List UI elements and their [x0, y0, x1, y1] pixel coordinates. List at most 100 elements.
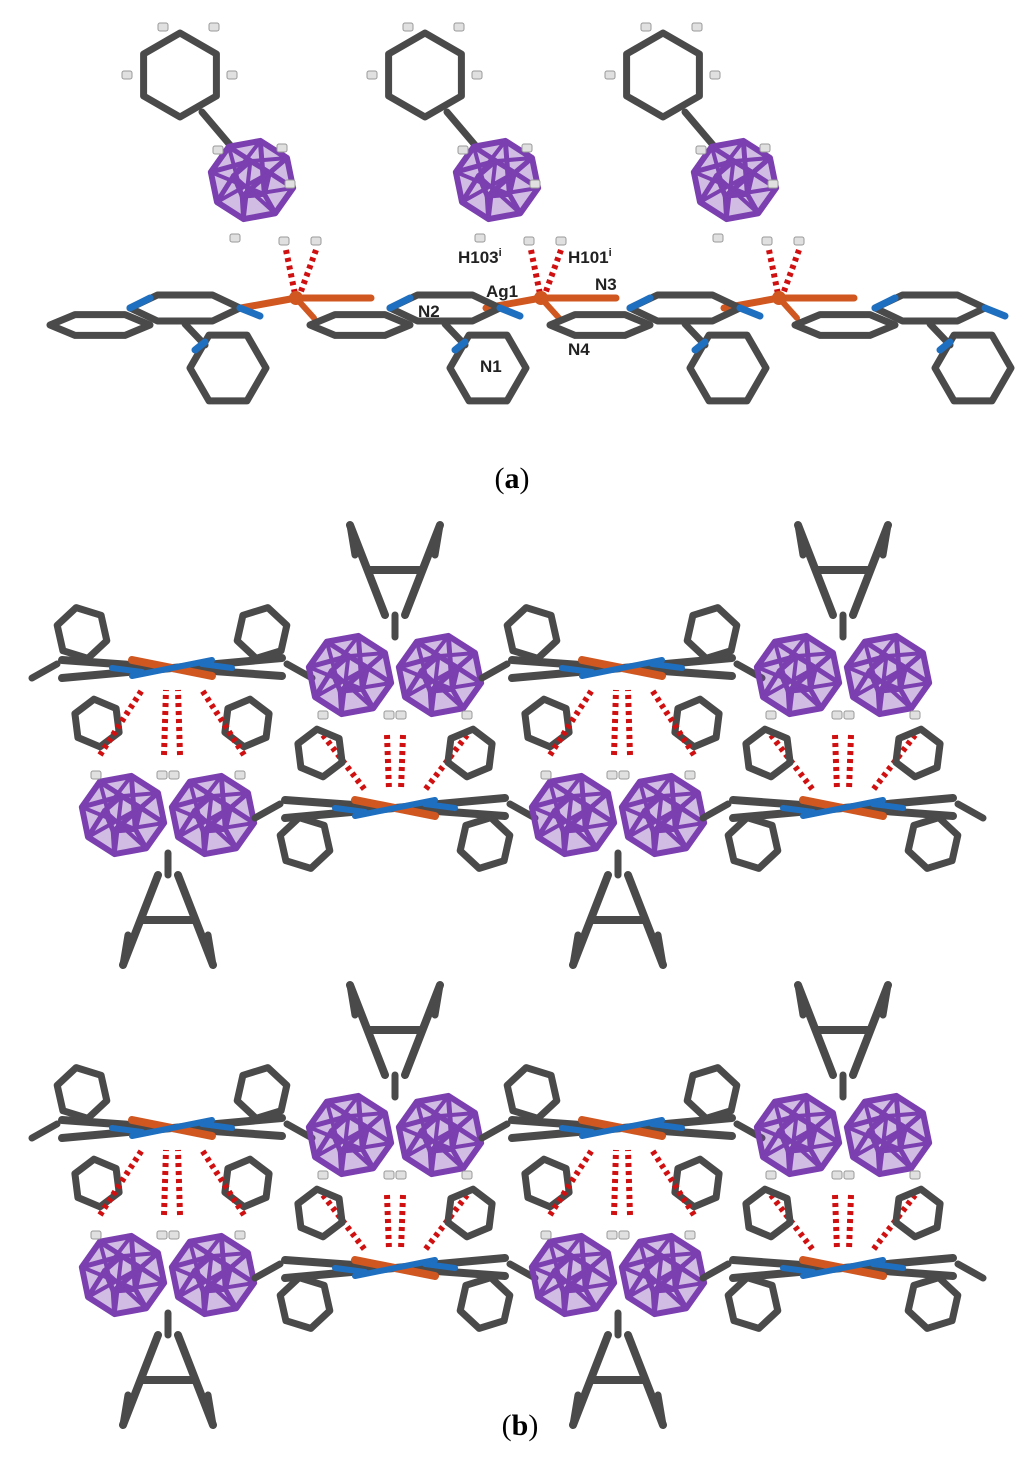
- cage-bond: [102, 808, 116, 834]
- pyridyl-ring: [724, 814, 782, 872]
- phenyl-tail: [794, 521, 807, 559]
- cage-bond: [560, 1286, 588, 1294]
- hydrogen-bond-fan: [547, 688, 697, 757]
- ag-n-bond: [237, 294, 300, 312]
- label-n4: N4: [568, 340, 590, 359]
- cage-h: [90, 770, 102, 780]
- pyridyl-ring: [71, 695, 123, 751]
- packing-cell-r2-c4: [699, 981, 987, 1332]
- n-bond: [936, 338, 954, 354]
- cage-h: [90, 1230, 102, 1240]
- cage-bond: [884, 650, 926, 659]
- cage-bond: [777, 668, 791, 694]
- phenyl-h: [402, 22, 414, 32]
- cage-bond: [137, 1265, 167, 1286]
- silver-complex: [28, 604, 316, 751]
- packing-cell-r2-c1: [28, 1064, 316, 1429]
- label-ag1: Ag1: [486, 282, 518, 301]
- n-bond: [236, 304, 264, 320]
- carborane-cage: [78, 1232, 168, 1318]
- ring-link-bond: [28, 660, 61, 682]
- packing-cell-r2-c2: [251, 981, 539, 1332]
- cage-bond: [222, 805, 233, 832]
- packing-cell-r1-c4: [699, 521, 987, 872]
- cage-h: [474, 233, 486, 243]
- pyridyl-ring-flat: [46, 311, 154, 339]
- carborane-cage: [690, 137, 780, 223]
- n-bond: [422, 801, 458, 811]
- carborane-pair: [528, 1230, 708, 1429]
- cage-h: [317, 710, 329, 720]
- phenyl-tail: [119, 931, 132, 969]
- cage-bond: [359, 665, 370, 692]
- n-bond: [109, 1125, 145, 1135]
- cage-bond: [812, 1125, 842, 1146]
- pyridyl-ring: [521, 695, 573, 751]
- cage-bond: [793, 1113, 818, 1131]
- cage-bond: [200, 790, 251, 834]
- phenyl-cage-bond: [198, 108, 234, 149]
- cage-bond: [227, 1265, 257, 1286]
- cage-bond: [902, 1125, 932, 1146]
- cage-h: [909, 1170, 921, 1180]
- cage-h: [843, 1170, 855, 1180]
- carborane-cage: [843, 632, 933, 718]
- n-bond: [800, 1257, 886, 1279]
- cage-h: [284, 179, 296, 189]
- pyridyl-ring: [456, 814, 514, 872]
- hydrogen-bond: [97, 1148, 145, 1217]
- panel-a-chain-structure: H103i H101i Ag1 N2 N3 N4 N1 (a): [46, 22, 1015, 495]
- cage-h: [461, 710, 473, 720]
- cage-h: [606, 770, 618, 780]
- cage-bond: [642, 793, 664, 814]
- cage-bond: [569, 790, 611, 799]
- n-bond: [191, 338, 209, 354]
- cage-h: [168, 770, 180, 780]
- cage-bond: [239, 155, 290, 199]
- cage-h: [606, 1230, 618, 1240]
- cage-bond: [454, 665, 484, 686]
- cage-bond: [672, 805, 683, 832]
- cage-bond: [102, 793, 124, 814]
- cage-bond: [419, 1128, 433, 1154]
- cage-bond: [560, 826, 588, 834]
- hydrogen-bond: [175, 1149, 183, 1216]
- hydrogen-bond-fan: [97, 1148, 247, 1217]
- ring-link-bond: [28, 1120, 61, 1142]
- cage-bond: [359, 1125, 370, 1152]
- cage-bond: [785, 650, 836, 694]
- cage-bond: [231, 173, 245, 199]
- cage-bond: [552, 1253, 574, 1274]
- cage-bond: [867, 1128, 881, 1154]
- cage-bond: [867, 653, 889, 674]
- cage-h: [759, 143, 771, 153]
- n-bond: [129, 657, 215, 679]
- n-bond: [871, 294, 899, 312]
- cage-h: [831, 710, 843, 720]
- cage-bond: [484, 155, 535, 199]
- cage-bond: [209, 790, 251, 799]
- phenyl-cage-bond: [681, 108, 717, 149]
- cage-bond: [642, 808, 656, 834]
- caption-b: (b): [502, 1409, 539, 1442]
- cage-bond: [364, 665, 394, 686]
- pyridyl-ring: [683, 1064, 741, 1122]
- cage-bond: [568, 793, 593, 811]
- cage-bond: [777, 1113, 799, 1134]
- n-bond: [981, 304, 1009, 320]
- phenyl-h: [709, 70, 721, 80]
- pyridyl-ring: [892, 725, 944, 781]
- cage-bond: [897, 1125, 908, 1152]
- cage-bond: [492, 158, 517, 176]
- cage-bond: [568, 1253, 593, 1271]
- cage-bond: [875, 1146, 903, 1154]
- silver-complex: [699, 725, 987, 872]
- cage-bond: [247, 158, 272, 176]
- hydrogen-bond-fan: [547, 1148, 697, 1217]
- phenyl-tail: [879, 981, 892, 1019]
- cage-bond: [337, 1146, 365, 1154]
- cage-bond: [785, 1146, 813, 1154]
- pyridyl-ring: [742, 1185, 794, 1241]
- carborane-cage: [753, 1092, 843, 1178]
- cage-bond: [208, 1253, 233, 1271]
